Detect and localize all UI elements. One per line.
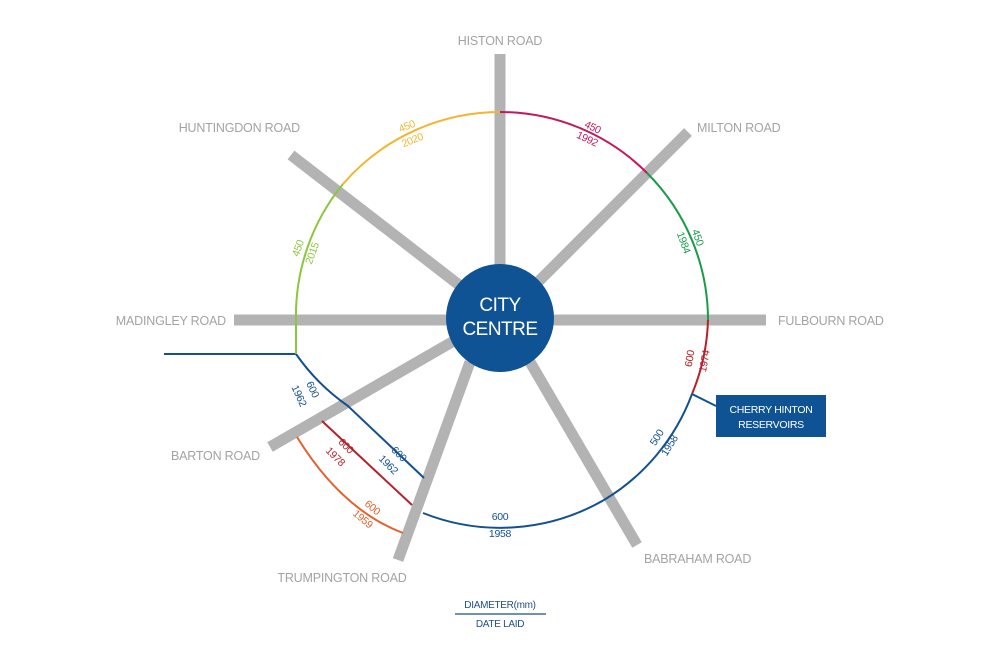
label-milton-fulbourn: 450 1984 xyxy=(674,228,706,256)
pipe-diameter: 450 xyxy=(290,238,307,258)
road-label-barton: BARTON ROAD xyxy=(171,449,260,463)
legend-bottom: DATE LAID xyxy=(476,619,524,630)
reservoir-box: CHERRY HINTON RESERVOIRS xyxy=(716,395,826,437)
road-label-fulbourn: FULBOURN ROAD xyxy=(778,314,884,328)
road-babraham xyxy=(525,359,642,548)
pipe-madingley-west xyxy=(164,353,425,479)
pipe-diameter: 600 xyxy=(492,511,509,523)
pipe-cherry-babraham xyxy=(603,393,693,501)
road-label-milton: MILTON ROAD xyxy=(697,121,781,135)
reservoir-line1: CHERRY HINTON xyxy=(729,404,812,416)
legend: DIAMETER(mm) DATE LAID xyxy=(455,600,546,630)
road-trumpington xyxy=(392,360,476,562)
label-cherry-babraham: 500 1958 xyxy=(648,427,681,458)
pipe-fulbourn-cherry xyxy=(691,319,709,395)
pipe-reservoir-link xyxy=(691,393,717,407)
label-madingley-west: 600 1962 xyxy=(289,380,322,409)
pipe-babraham-trumpington xyxy=(422,499,605,529)
road-label-babraham: BABRAHAM ROAD xyxy=(644,552,751,566)
city-centre-line2: CENTRE xyxy=(462,319,537,340)
pipe-yellow xyxy=(342,111,501,185)
label-fulbourn-cherry: 600 1974 xyxy=(683,349,713,373)
legend-top: DIAMETER(mm) xyxy=(464,600,535,611)
pipe-diameter: 600 xyxy=(683,349,698,368)
pipe-orange xyxy=(296,436,404,534)
pipe-date: 1974 xyxy=(697,349,713,373)
road-barton xyxy=(267,337,455,452)
pipe-inner-red xyxy=(321,420,413,506)
road-huntingdon xyxy=(287,150,467,293)
pipe-lightgreen xyxy=(294,183,344,354)
pipe-diameter: 450 xyxy=(689,228,706,248)
city-centre: CITY CENTRE xyxy=(446,264,554,372)
label-histon-milton: 450 1992 xyxy=(574,119,603,150)
road-label-madingley: MADINGLEY ROAD xyxy=(116,314,226,328)
pipe-histon-milton xyxy=(499,111,648,174)
road-labels: HISTON ROAD MILTON ROAD FULBOURN ROAD BA… xyxy=(116,34,884,585)
city-centre-circle xyxy=(446,264,554,372)
pipe-diameter: 450 xyxy=(397,118,417,136)
label-babraham-trumpington: 600 1958 xyxy=(489,511,512,540)
pipe-milton-fulbourn xyxy=(646,172,709,321)
road-label-histon: HISTON ROAD xyxy=(458,34,543,48)
road-label-huntingdon: HUNTINGDON ROAD xyxy=(179,121,300,135)
label-inner-red: 600 1978 xyxy=(323,436,356,469)
reservoir-rect xyxy=(716,395,826,437)
road-milton xyxy=(534,128,692,286)
reservoir-line2: RESERVOIRS xyxy=(738,419,804,431)
pipe-date: 1958 xyxy=(489,528,512,540)
roads xyxy=(234,54,766,562)
pipes xyxy=(164,111,717,534)
road-label-trumpington: TRUMPINGTON ROAD xyxy=(277,571,406,585)
city-centre-line1: CITY xyxy=(479,295,521,316)
